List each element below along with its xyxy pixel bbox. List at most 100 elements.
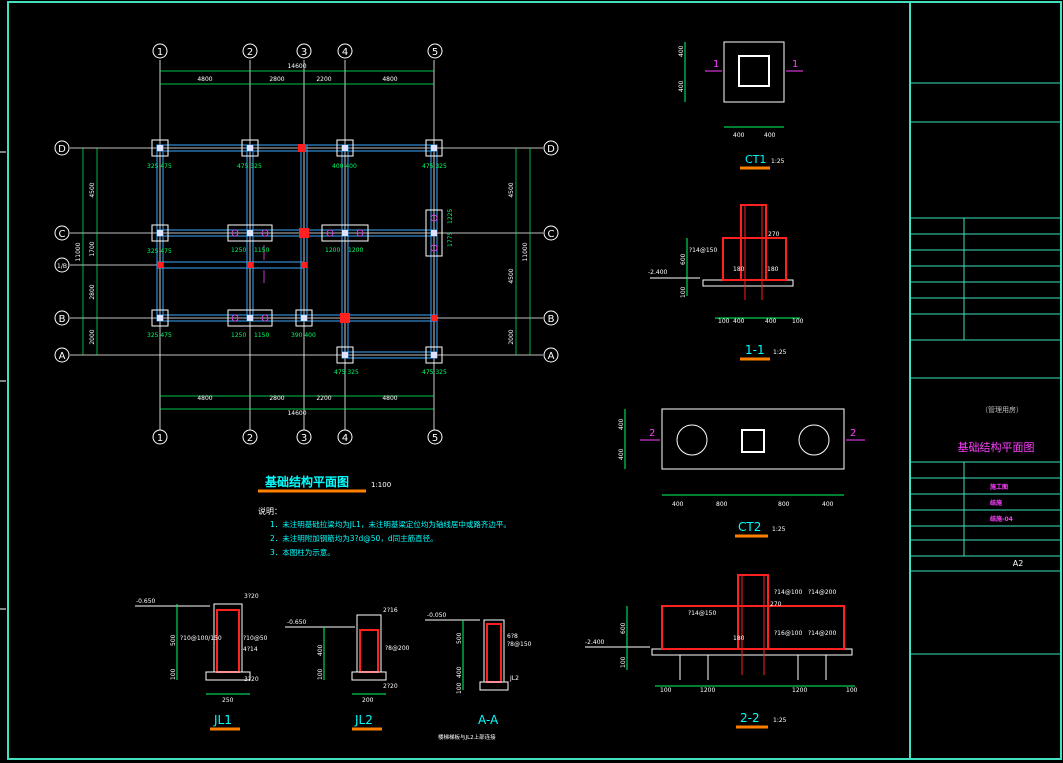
dim-span-4: 4800 xyxy=(382,76,397,83)
axis-bottom-1: 1 xyxy=(157,433,163,444)
dim-span-4-bottom: 4800 xyxy=(382,395,397,402)
dim-span-2-bottom: 2800 xyxy=(269,395,284,402)
title-block xyxy=(910,82,1061,655)
jl1-h2: 100 xyxy=(170,668,177,680)
sec22-elevation: -2.400 xyxy=(585,639,605,646)
dim-right-total: 11000 xyxy=(522,242,529,261)
pier-label-c4b: 1200 xyxy=(348,247,363,254)
sec22-rebar-5: ?14@200 xyxy=(808,630,836,637)
ct2-h1: 400 xyxy=(618,418,625,430)
jl2-stirrup: ?8@200 xyxy=(385,645,410,652)
ct1-cut-left: 1 xyxy=(713,59,719,70)
jl2-width: 200 xyxy=(362,697,374,704)
ct1-dim-h1: 400 xyxy=(678,45,685,57)
pier-label-c1: 325 475 xyxy=(147,248,172,255)
jl1-width: 250 xyxy=(222,697,234,704)
aa-title: A-A xyxy=(478,713,499,727)
ct1-dim-w1: 400 xyxy=(733,132,745,139)
pier-label-c5b: 1225 xyxy=(447,209,454,224)
dim-left-3: 2800 xyxy=(89,284,96,299)
note-3: 3．本图柱为示意。 xyxy=(270,547,335,557)
sec11-dim-3: 400 xyxy=(765,318,777,325)
sec11-h1: 600 xyxy=(680,253,687,265)
ct1-cut-right: 1 xyxy=(792,59,798,70)
axis-top-4: 4 xyxy=(342,47,348,58)
plan-scale: 1:100 xyxy=(371,481,391,489)
jl2-bot-bar: 2?20 xyxy=(383,683,398,690)
title-row-2: 结施 xyxy=(990,499,1002,507)
dim-right-1: 4500 xyxy=(508,182,515,197)
aa-rebar-2: ?8@150 xyxy=(507,641,532,648)
ct2-h2: 400 xyxy=(618,448,625,460)
axis-top-1: 1 xyxy=(157,47,163,58)
pier-label-b3: 390 400 xyxy=(291,332,316,339)
ct2-cut-right: 2 xyxy=(850,428,856,439)
dim-total-bottom: 14600 xyxy=(287,410,306,417)
drawing-frame xyxy=(7,1,1062,760)
sec11-tag: 270 xyxy=(768,231,780,238)
axis-left-a: A xyxy=(59,351,66,362)
sec22-rebar-3: ?14@150 xyxy=(688,610,716,617)
detail-section-1-1: -2.400 ?14@150 180 180 270 600 100 100 4… xyxy=(648,204,804,361)
sec22-title: 2-2 xyxy=(740,711,760,725)
ct2-dim-2: 800 xyxy=(716,501,728,508)
jl2-h1: 400 xyxy=(317,644,324,656)
note-1: 1．未注明基础拉梁均为JL1，未注明基梁定位均为轴线居中或路齐边平。 xyxy=(270,519,511,529)
jl1-side: ?10@50 xyxy=(243,635,268,642)
aa-elevation: -0.050 xyxy=(427,612,447,619)
sec11-elevation: -2.400 xyxy=(648,269,668,276)
pier-label-a5: 475 325 xyxy=(422,369,447,376)
ct2-title: CT2 xyxy=(738,520,761,534)
jl2-h2: 100 xyxy=(317,668,324,680)
jl1-title: JL1 xyxy=(213,713,232,727)
axis-top-5: 5 xyxy=(432,47,438,58)
ct2-scale: 1:25 xyxy=(772,526,786,533)
dim-left-total: 11000 xyxy=(75,242,82,261)
dim-span-1-bottom: 4800 xyxy=(197,395,212,402)
sec22-tag: 270 xyxy=(770,601,782,608)
detail-ct2: 2 2 400 400 400 800 800 400 CT2 1:25 xyxy=(618,408,865,538)
title-row-3: 结施-04 xyxy=(990,515,1013,523)
detail-section-2-2: -2.400 ?14@100 ?14@200 ?14@150 ?16@100 ?… xyxy=(585,574,858,729)
aa-h1: 500 xyxy=(456,632,463,644)
sec11-d1: 180 xyxy=(733,266,745,273)
pier-label-d1: 325 475 xyxy=(147,163,172,170)
sec22-h1: 600 xyxy=(620,622,627,634)
pier-label-a4: 475 325 xyxy=(334,369,359,376)
ct1-scale: 1:25 xyxy=(771,158,785,165)
dim-span-1: 4800 xyxy=(197,76,212,83)
sec11-dim-1: 100 xyxy=(718,318,730,325)
ct2-cut-left: 2 xyxy=(649,428,655,439)
axis-bottom-5: 5 xyxy=(432,433,438,444)
dim-left-4: 2000 xyxy=(89,329,96,344)
plan-title: 基础结构平面图 xyxy=(264,474,349,489)
dim-left-2: 1700 xyxy=(89,241,96,256)
jl1-stirrup: ?10@100/150 xyxy=(180,635,222,642)
pier-label-d2: 475 325 xyxy=(237,163,262,170)
dim-span-3: 2200 xyxy=(316,76,331,83)
sec11-dim-2: 400 xyxy=(733,318,745,325)
sec22-dim-4: 100 xyxy=(846,687,858,694)
jl2-title: JL2 xyxy=(354,713,373,727)
sec22-dim-2: 1200 xyxy=(700,687,715,694)
axis-left-1b: 1/B xyxy=(57,263,67,270)
axis-bottom-3: 3 xyxy=(301,433,307,444)
sec11-title: 1-1 xyxy=(745,343,765,357)
pier-label-b2a: 1250 xyxy=(231,332,246,339)
project-name: （管理用房） xyxy=(981,405,1023,414)
pier-label-c5a: 1775 xyxy=(447,232,454,247)
foundation-plan: 14600 4800 2800 2200 4800 4800 2800 2 200… xyxy=(54,43,559,557)
pier-label-d4: 400 400 xyxy=(332,163,357,170)
axis-bottom-4: 4 xyxy=(342,433,348,444)
ct1-dim-w2: 400 xyxy=(764,132,776,139)
axis-bottom-2: 2 xyxy=(247,433,253,444)
dim-total-top: 14600 xyxy=(287,63,306,70)
axis-right-a: A xyxy=(548,351,555,362)
axis-left-c: C xyxy=(59,229,66,240)
ct1-title: CT1 xyxy=(745,153,766,166)
ct1-dim-h2: 400 xyxy=(678,80,685,92)
sec11-scale: 1:25 xyxy=(773,349,787,356)
dim-right-3: 2000 xyxy=(508,329,515,344)
sec22-d: 180 xyxy=(733,635,745,642)
sec22-rebar-2: ?14@200 xyxy=(808,589,836,596)
